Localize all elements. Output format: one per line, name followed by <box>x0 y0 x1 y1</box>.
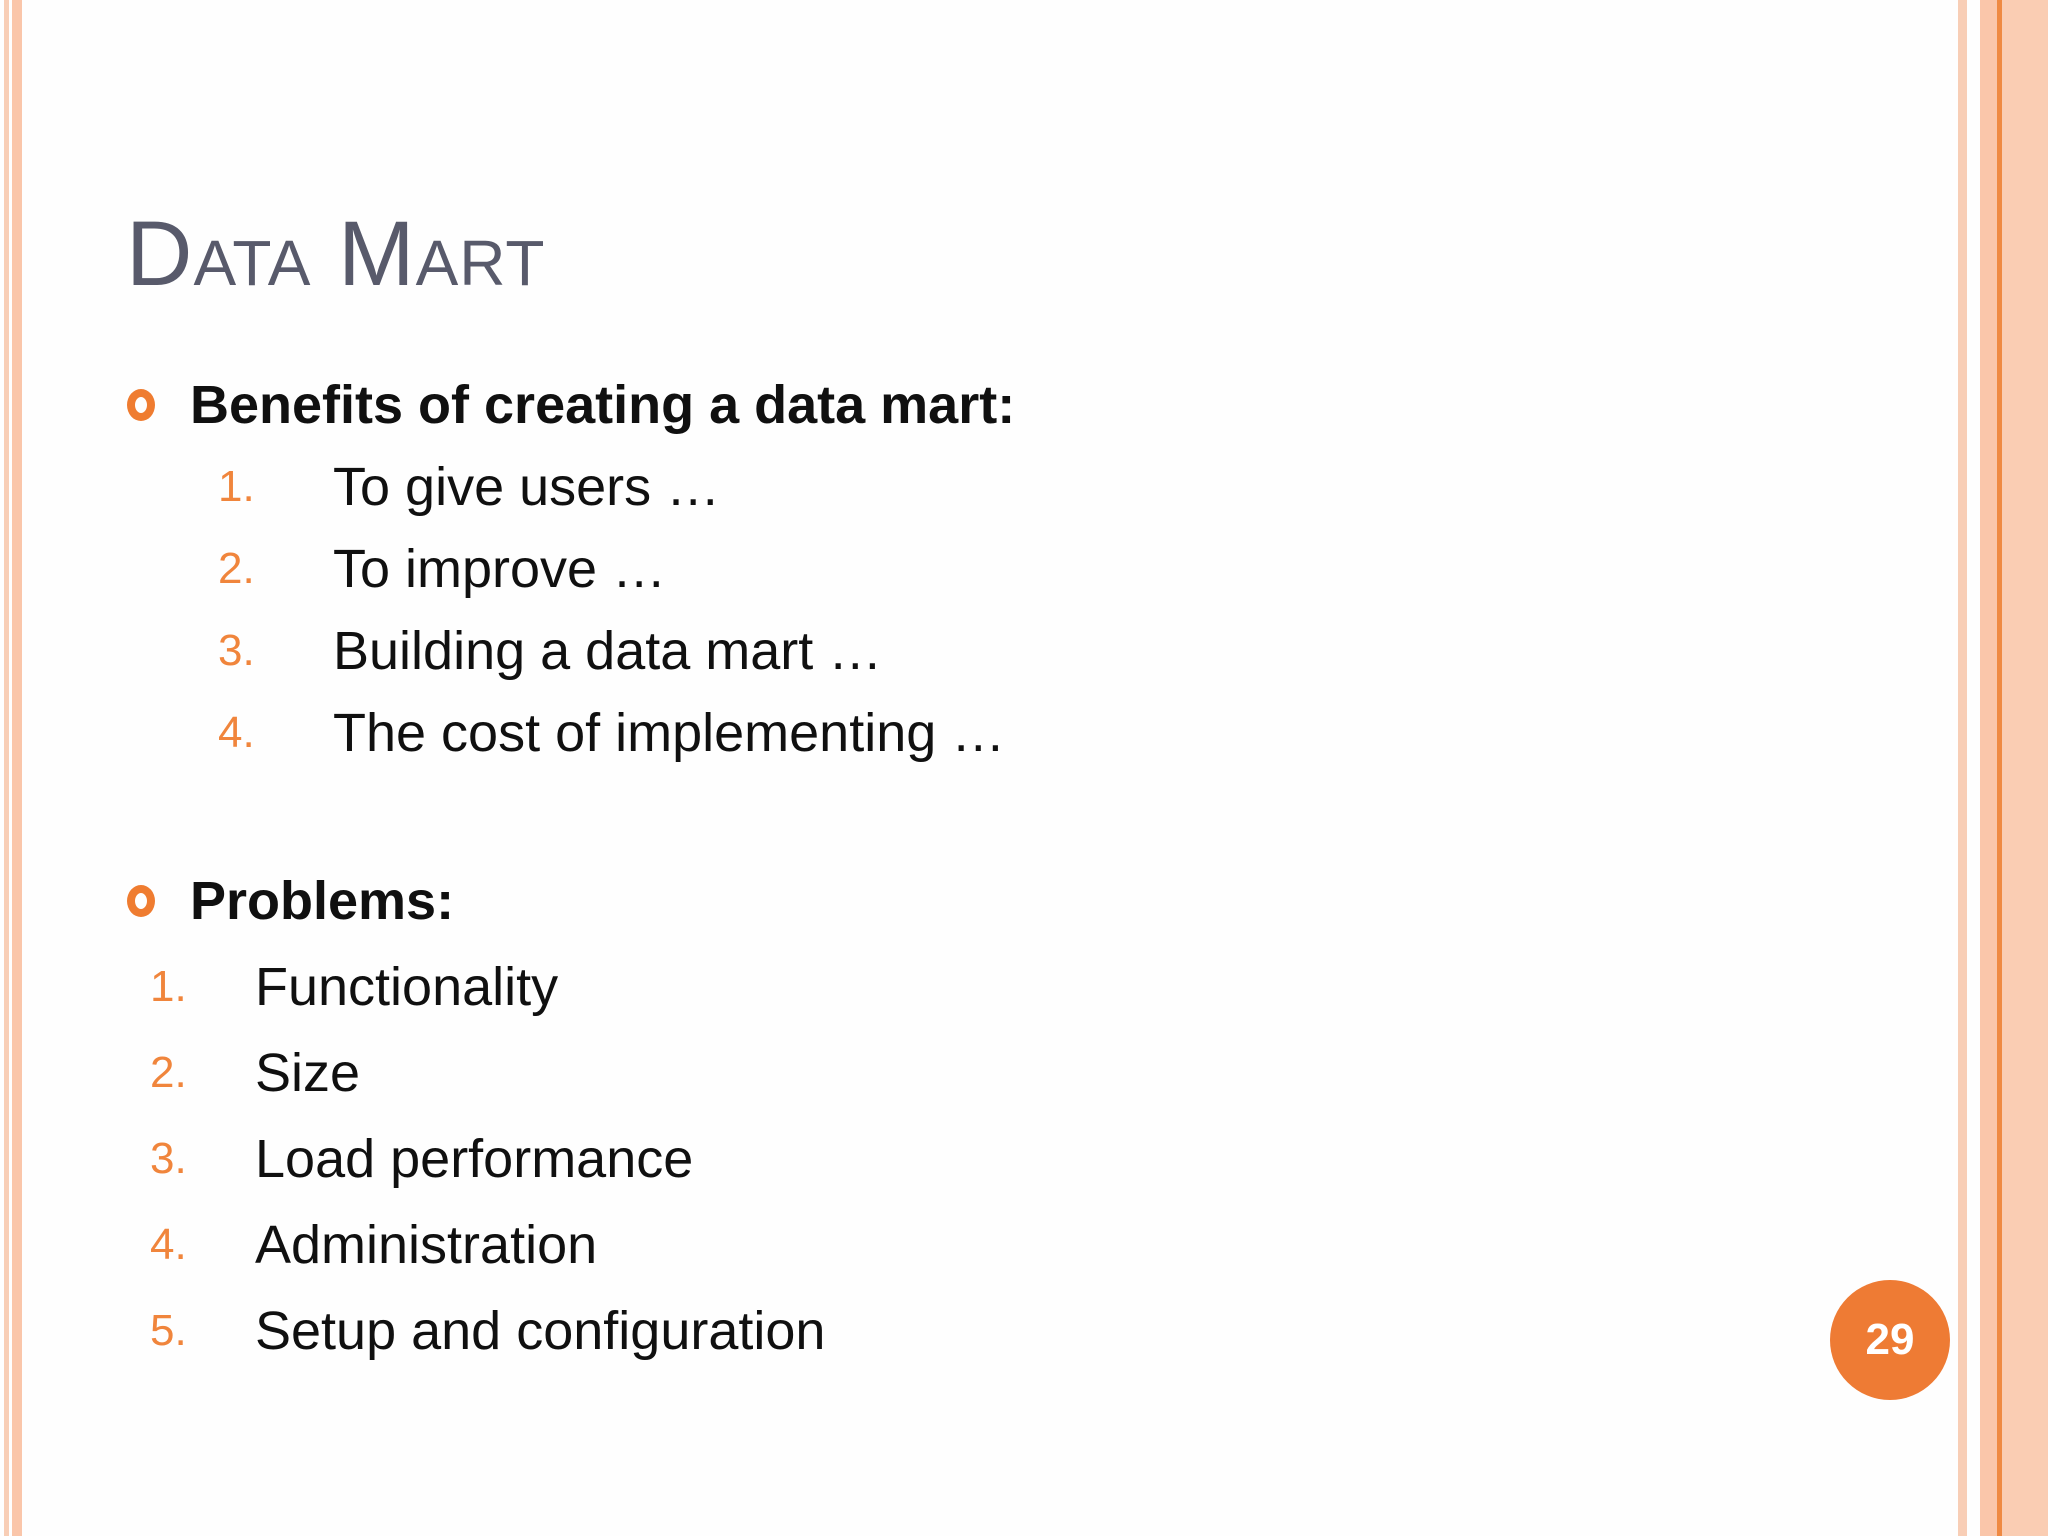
list-item-number: 3. <box>218 626 255 675</box>
benefits-header-row: Benefits of creating a data mart: <box>0 364 1988 446</box>
list-item-number: 1. <box>150 962 187 1011</box>
benefits-list: 1. To give users … 2. To improve … 3. Bu… <box>0 446 1988 774</box>
list-item-text: Size <box>255 1043 361 1103</box>
list-item: 4. Administration <box>0 1202 1988 1288</box>
benefits-section: Benefits of creating a data mart: 1. To … <box>0 364 1988 774</box>
list-item: 3. Building a data mart … <box>0 610 1988 692</box>
right-border-thin-stripe <box>1958 0 1967 1536</box>
list-item-number: 4. <box>218 708 255 757</box>
list-item: 4. The cost of implementing … <box>0 692 1988 774</box>
list-item-text: Load performance <box>255 1129 694 1189</box>
circle-bullet-icon <box>127 389 155 421</box>
left-border-thick-stripe <box>12 0 22 1536</box>
right-border-mid-stripe <box>1980 0 1997 1536</box>
page-number: 29 <box>1865 1315 1915 1364</box>
list-item-text: Setup and configuration <box>255 1301 826 1361</box>
list-item-text: To improve … <box>333 539 667 599</box>
circle-bullet-icon <box>127 885 155 917</box>
list-item-text: To give users … <box>333 457 721 517</box>
benefits-header: Benefits of creating a data mart: <box>190 375 1016 435</box>
list-item-number: 2. <box>218 544 255 593</box>
right-border-band <box>2002 0 2048 1536</box>
list-item: 1. To give users … <box>0 446 1988 528</box>
list-item: 2. Size <box>0 1030 1988 1116</box>
list-item: 2. To improve … <box>0 528 1988 610</box>
page-number-badge: 29 <box>1830 1280 1950 1400</box>
list-item-number: 4. <box>150 1220 187 1269</box>
list-item-number: 5. <box>150 1306 187 1355</box>
problems-header-row: Problems: <box>0 858 1988 944</box>
list-item-number: 2. <box>150 1048 187 1097</box>
slide-title: Data Mart <box>126 203 546 305</box>
list-item-text: Administration <box>255 1215 598 1275</box>
problems-list: 1. Functionality 2. Size 3. Load perform… <box>0 944 1988 1374</box>
list-item: 3. Load performance <box>0 1116 1988 1202</box>
left-border-thin-stripe <box>4 0 9 1536</box>
list-item: 5. Setup and configuration <box>0 1288 1988 1374</box>
list-item-number: 3. <box>150 1134 187 1183</box>
list-item-number: 1. <box>218 462 255 511</box>
right-border-orange-line <box>1997 0 2002 1536</box>
problems-header: Problems: <box>190 871 455 931</box>
list-item-text: Building a data mart … <box>333 621 883 681</box>
list-item-text: Functionality <box>255 957 559 1017</box>
problems-section: Problems: 1. Functionality 2. Size 3. Lo… <box>0 858 1988 1374</box>
list-item-text: The cost of implementing … <box>333 703 1006 763</box>
list-item: 1. Functionality <box>0 944 1988 1030</box>
